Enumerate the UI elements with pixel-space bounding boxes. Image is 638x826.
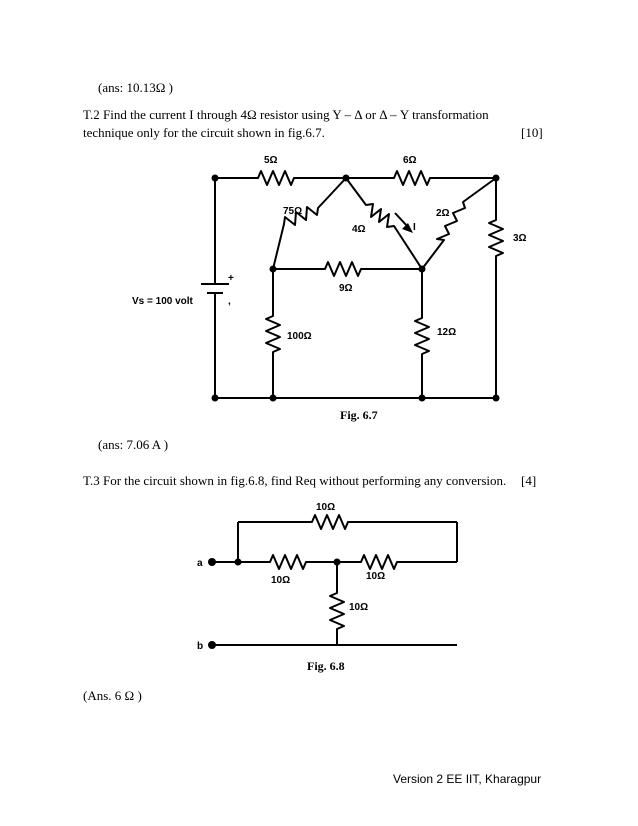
node (269, 265, 277, 273)
label-75-ohm: 75Ω (283, 206, 302, 217)
resistor-4-branch (345, 177, 423, 270)
wire-right (488, 178, 504, 398)
terminal-b (208, 641, 216, 649)
label-9-ohm: 9Ω (339, 283, 353, 294)
node (418, 265, 426, 273)
question-t3-marks: [4] (521, 473, 537, 488)
resistor-75-branch (272, 177, 347, 270)
wire-top-right (346, 170, 496, 186)
label-left-10-ohm: 10Ω (271, 575, 290, 586)
caption-fig-6-8: Fig. 6.8 (307, 659, 345, 673)
resistor-100-branch (265, 269, 281, 398)
label-2-ohm: 2Ω (436, 208, 450, 219)
label-top-10-ohm: 10Ω (316, 502, 335, 513)
node (333, 558, 341, 566)
current-arrow-head (402, 223, 413, 233)
node (211, 394, 219, 402)
node (492, 174, 500, 182)
label-current: I (413, 222, 416, 233)
resistor-12-branch (414, 269, 430, 398)
figure-6-8: 10Ω 10Ω 10Ω 10Ω a b Fig. 6.8 (197, 502, 458, 673)
node (211, 174, 219, 182)
answer-t2: (ans: 7.06 A ) (98, 437, 169, 452)
label-down-10-ohm: 10Ω (349, 602, 368, 613)
question-t2-marks: [10] (521, 125, 543, 140)
question-t2-line1: T.2 Find the current I through 4Ω resist… (83, 107, 489, 122)
node (234, 558, 242, 566)
label-minus: , (228, 296, 231, 307)
answer-previous: (ans: 10.13Ω ) (98, 80, 174, 95)
label-right-10-ohm: 10Ω (366, 571, 385, 582)
label-5-ohm: 5Ω (264, 155, 278, 166)
question-t2-line2: technique only for the circuit shown in … (83, 125, 325, 140)
label-6-ohm: 6Ω (403, 155, 417, 166)
page-footer: Version 2 EE IIT, Kharagpur (393, 772, 542, 786)
wire-top-left (215, 170, 346, 186)
label-terminal-b: b (197, 641, 203, 652)
label-plus: + (228, 273, 234, 284)
node (342, 174, 350, 182)
figure-6-7: 5Ω 6Ω 75Ω 4Ω I 2Ω 3Ω 9Ω 100Ω 12Ω Vs = 10… (132, 155, 527, 422)
resistor-2-branch (421, 177, 497, 270)
question-t3-line1: T.3 For the circuit shown in fig.6.8, fi… (83, 473, 507, 488)
label-source-voltage: Vs = 100 volt (132, 296, 194, 307)
answer-t3: (Ans. 6 Ω ) (83, 688, 142, 703)
label-terminal-a: a (197, 558, 203, 569)
label-3-ohm: 3Ω (513, 233, 527, 244)
node (492, 394, 500, 402)
label-12-ohm: 12Ω (437, 327, 456, 338)
node (269, 394, 277, 402)
label-4-ohm: 4Ω (352, 224, 366, 235)
label-100-ohm: 100Ω (287, 331, 312, 342)
resistor-down-branch (329, 562, 345, 645)
node (418, 394, 426, 402)
caption-fig-6-7: Fig. 6.7 (340, 408, 378, 422)
resistor-9-branch (273, 261, 422, 277)
wire-top (238, 514, 457, 530)
terminal-a (208, 558, 216, 566)
